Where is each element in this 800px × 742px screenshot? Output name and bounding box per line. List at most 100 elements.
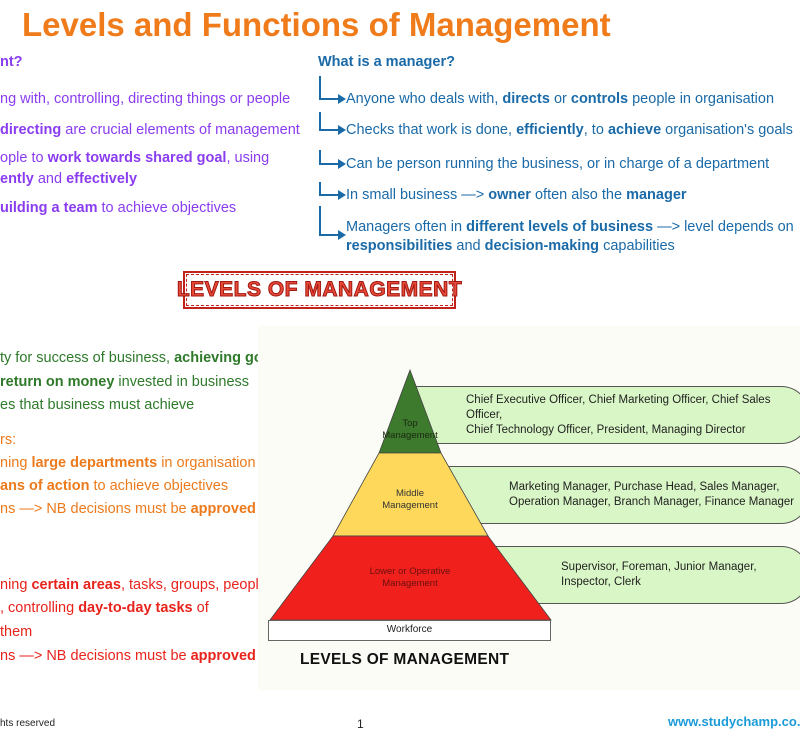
workforce-base: Workforce [268, 620, 551, 641]
text: ning [0, 577, 32, 593]
text: —> level depends on [653, 219, 794, 235]
bold-text: approved by [190, 501, 277, 517]
list-item: Anyone who deals with, directs or contro… [346, 91, 774, 107]
text: and [452, 238, 485, 254]
level-label-line: Management [382, 430, 438, 441]
roles-line: Supervisor, Foreman, Junior Manager, [561, 561, 757, 573]
list-item: directing are crucial elements of manage… [0, 122, 300, 138]
arrow-icon [319, 150, 346, 169]
bold-text: efficiently [516, 122, 584, 138]
bold-text: day-to-day tasks [78, 600, 193, 616]
text: of [192, 600, 209, 616]
level-label-line: Lower or Operative [369, 566, 451, 577]
list-item: , controlling day-to-day tasks of [0, 600, 209, 616]
levels-stamp: LEVELS OF MANAGEMENT [176, 271, 462, 309]
list-item: es that business must achieve [0, 397, 194, 413]
list-item: ently and effectively [0, 171, 137, 187]
text: In small business —> [346, 187, 489, 203]
level-label-line: Top [402, 418, 418, 429]
level-label-line: Middle [396, 488, 424, 499]
management-heading: nt? [0, 54, 23, 70]
list-item: Managers often in different levels of bu… [346, 219, 794, 235]
text: or [549, 91, 571, 107]
arrow-icon [319, 182, 346, 200]
list-item: ns —> NB decisions must be approved by [0, 648, 277, 664]
text: invested in business [114, 374, 250, 390]
text: ns —> NB decisions must be [0, 501, 191, 517]
bold-text: approved by [190, 648, 277, 664]
bold-text: return on money [0, 374, 115, 390]
list-item: ty for success of business, achieving go… [0, 350, 283, 366]
bold-text: effectively [66, 171, 138, 187]
text: , tasks, groups, people [120, 577, 267, 593]
manager-heading: What is a manager? [318, 54, 455, 70]
roles-line: Marketing Manager, Purchase Head, Sales … [509, 481, 780, 493]
text: ty for success of business, [0, 350, 175, 366]
text: ning [0, 455, 32, 471]
list-item: uilding a team to achieve objectives [0, 200, 236, 216]
bold-text: achieving goals [174, 350, 283, 366]
text: ople to [0, 150, 48, 166]
diagram-caption: LEVELS OF MANAGEMENT [300, 651, 510, 668]
text: Managers often in [346, 219, 467, 235]
bold-text: owner [488, 187, 531, 203]
list-item: ns —> NB decisions must be approved by [0, 501, 277, 517]
site-link[interactable]: www.studychamp.co.z [668, 714, 800, 729]
bold-text: directs [502, 91, 550, 107]
page-number: 1 [357, 717, 364, 731]
text: often also the [530, 187, 627, 203]
text: to achieve objectives [97, 200, 237, 216]
footer-rights: hts reserved [0, 718, 56, 729]
text: es that business must achieve [0, 397, 195, 413]
list-item: ans of action to achieve objectives [0, 478, 228, 494]
arrow-icon [319, 206, 346, 240]
text: Can be person running the business, or i… [346, 156, 770, 172]
bold-text: controls [570, 91, 629, 107]
roles-line: Operation Manager, Branch Manager, Finan… [509, 496, 795, 508]
list-item: rs: [0, 432, 16, 448]
bold-text: manager [626, 187, 687, 203]
text: organisation's goals [661, 122, 793, 138]
bold-text: ans of action [0, 478, 90, 494]
bold-text: large departments [31, 455, 158, 471]
text: capabilities [599, 238, 675, 254]
text: ns —> NB decisions must be [0, 648, 191, 664]
bold-text: work towards shared goal [47, 150, 227, 166]
text: in organisation [157, 455, 256, 471]
text: and [33, 171, 67, 187]
text: , to [583, 122, 608, 138]
arrow-icon [319, 112, 346, 135]
list-item: them [0, 624, 32, 640]
text: to achieve objectives [89, 478, 229, 494]
level-label-line: Management [382, 500, 438, 511]
text: are crucial elements of management [61, 122, 300, 138]
list-item: return on money invested in business [0, 374, 249, 390]
text: them [0, 624, 33, 640]
roles-line: Inspector, Clerk [561, 576, 641, 588]
list-item: responsibilities and decision-making cap… [346, 238, 675, 254]
text: Checks that work is done, [346, 122, 517, 138]
bold-text: decision-making [484, 238, 600, 254]
role-pill: Chief Executive Officer, Chief Marketing… [410, 386, 800, 444]
text: , using [226, 150, 270, 166]
bold-text: achieve [607, 122, 662, 138]
pyramid-lower-layer [269, 535, 552, 621]
text: ng with, controlling, directing things o… [0, 91, 291, 107]
list-item: In small business —> owner often also th… [346, 187, 687, 203]
list-item: ng with, controlling, directing things o… [0, 91, 290, 107]
bold-text: directing [0, 122, 62, 138]
bold-text: responsibilities [346, 238, 453, 254]
bold-text: uilding a team [0, 200, 98, 216]
bold-text: ently [0, 171, 34, 187]
roles-line: Chief Technology Officer, President, Man… [466, 423, 746, 436]
text: people in organisation [628, 91, 775, 107]
text: Anyone who deals with, [346, 91, 503, 107]
list-item: ning certain areas, tasks, groups, peopl… [0, 577, 267, 593]
list-item: Checks that work is done, efficiently, t… [346, 122, 793, 138]
roles-line: Chief Executive Officer, Chief Marketing… [466, 393, 771, 421]
list-item: ople to work towards shared goal, using [0, 150, 269, 166]
text: rs: [0, 432, 17, 448]
